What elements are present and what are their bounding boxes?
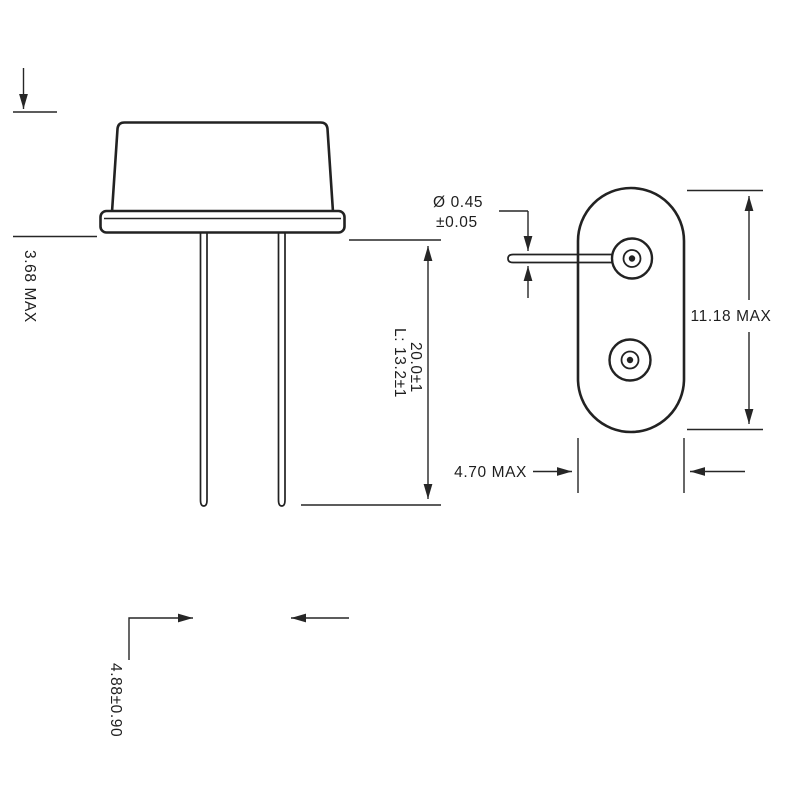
lead-diameter-label-line2: ±0.05 [436,214,478,231]
upper-pad-center-dot [628,255,636,262]
lead-diameter-label-line1: Ø 0.45 [433,194,483,211]
lower-pad-center-dot [626,356,634,364]
crystal-body-outline [110,121,335,213]
lead-length-label-line2: 20.0±1 [407,342,424,393]
side-view: 3.68 MAX L: 13.2±1 20.0±1 4.88±0.90 [13,68,441,737]
package-outline [576,186,686,434]
body-length-label: 11.18 MAX [691,308,772,325]
upper-pad [610,237,654,280]
lead-length-label-line1: L: 13.2±1 [391,328,408,398]
lead-wire [507,253,616,264]
lead-spacing-arrow-left [128,613,193,660]
lower-pad [608,338,652,382]
lead-spacing-label: 4.88±0.90 [107,663,124,737]
crystal-base-flange [99,209,346,234]
base-height-label: 3.68 MAX [21,250,38,323]
left-lead [199,232,208,507]
body-width-label: 4.70 MAX [454,464,527,481]
right-lead [277,232,286,507]
top-view: Ø 0.45 ±0.05 11.18 MAX 4.70 MAX [433,186,772,493]
